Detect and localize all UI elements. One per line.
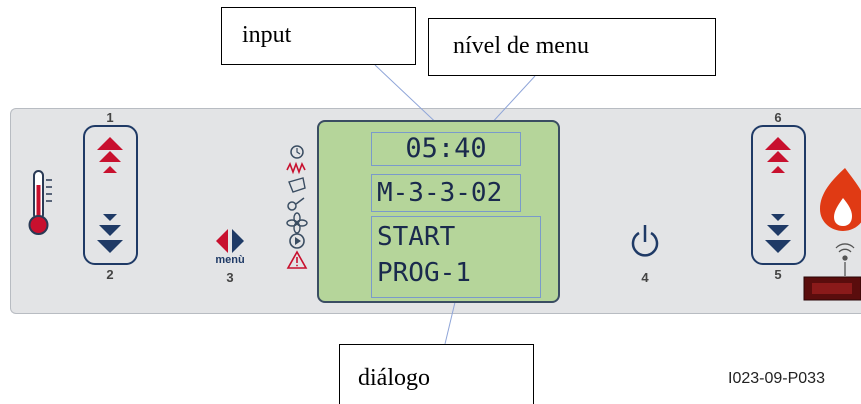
figure-code: I023-09-P033	[728, 370, 825, 387]
key-number-4: 4	[641, 270, 649, 285]
power-keys-bracket	[751, 125, 806, 265]
dialog-callout-label: diálogo	[358, 365, 430, 391]
time-readout: 05:40	[371, 132, 521, 166]
menu-button-label[interactable]: menù	[215, 254, 245, 266]
menu-level-callout-label: nível de menu	[453, 33, 589, 59]
input-callout: input	[221, 7, 416, 65]
dialog-callout: diálogo	[339, 344, 534, 404]
key-number-2: 2	[106, 267, 114, 282]
key-number-3: 3	[226, 270, 234, 285]
key-number-1: 1	[106, 110, 114, 125]
lcd-display: 05:40 M-3-3-02 START PROG-1	[317, 120, 560, 303]
key-number-5: 5	[774, 267, 782, 282]
dialog-line-1: START	[377, 222, 456, 252]
key-number-6: 6	[774, 110, 782, 125]
dialog-area: START PROG-1	[371, 216, 541, 298]
menu-level-readout: M-3-3-02	[371, 174, 521, 212]
dialog-leader-line	[444, 297, 457, 345]
temperature-keys-bracket	[83, 125, 138, 265]
menu-level-callout: nível de menu	[428, 18, 716, 76]
dialog-line-2: PROG-1	[377, 258, 471, 288]
input-callout-label: input	[242, 22, 292, 48]
